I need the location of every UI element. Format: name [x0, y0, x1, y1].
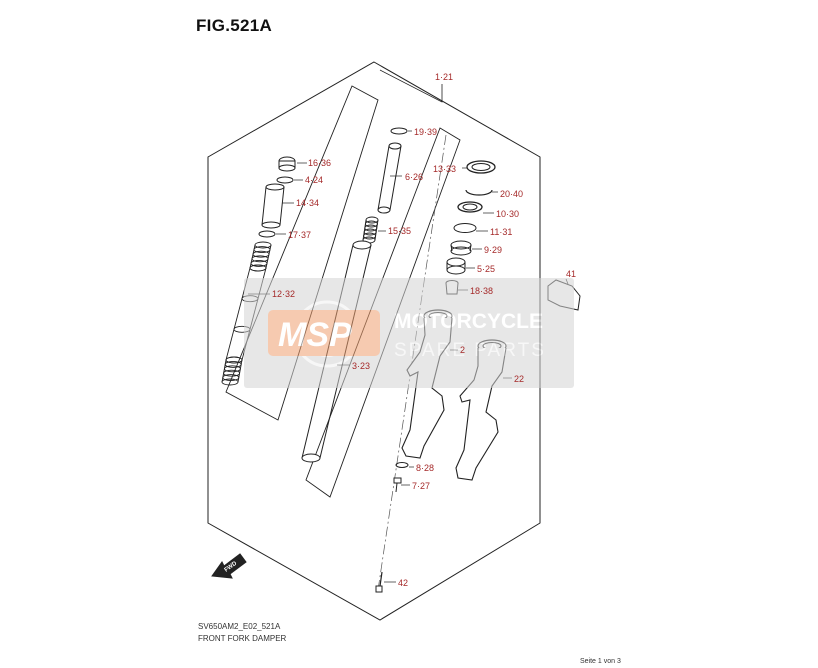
model-code: SV650AM2_E02_521A [198, 622, 281, 631]
rebound-spring [362, 216, 379, 244]
page-indicator: Seite 1 von 3 [580, 658, 621, 665]
damper-bolt [393, 477, 410, 493]
callout-13-33: 13·33 [433, 164, 456, 174]
callout-1-21: 1·21 [435, 72, 453, 82]
callout-4-24: 4·24 [305, 175, 323, 185]
callout-42: 42 [398, 578, 408, 588]
callout-9-29: 9·29 [484, 245, 502, 255]
guide-bushing [450, 240, 482, 256]
callout-10-30: 10·30 [496, 209, 519, 219]
watermark-line1: MOTORCYCLE [394, 310, 543, 333]
o-ring-4 [276, 176, 303, 184]
washer-17 [258, 230, 286, 238]
damper-rod [377, 127, 412, 214]
callout-18-38: 18·38 [470, 286, 493, 296]
fwd-arrow-icon: FWD [211, 553, 247, 579]
leader-1-21 [379, 69, 443, 103]
oil-seal [457, 201, 494, 214]
watermark: MSP MOTORCYCLE SPARE PARTS [244, 278, 574, 388]
seal-spacer [453, 223, 488, 233]
callout-16-36: 16·36 [308, 158, 331, 168]
callout-12-32: 12·32 [272, 289, 295, 299]
callout-19-39: 19·39 [414, 127, 437, 137]
callout-22: 22 [514, 374, 524, 384]
callout-3-23: 3·23 [352, 361, 370, 371]
callout-20-40: 20·40 [500, 189, 523, 199]
callout-5-25: 5·25 [477, 264, 495, 274]
callout-14-34: 14·34 [296, 198, 319, 208]
fork-cap-bolt [278, 156, 307, 172]
callout-8-28: 8·28 [416, 463, 434, 473]
callout-41: 41 [566, 269, 576, 279]
callout-6-26: 6·26 [405, 172, 423, 182]
callout-labels: 1·21 19·39 16·36 4·24 13·33 6·26 20·40 14·34 10·… [272, 72, 576, 588]
slide-bushing [446, 257, 475, 275]
assembly-outline [207, 61, 541, 621]
callout-2: 2 [460, 345, 465, 355]
section-name: FRONT FORK DAMPER [198, 634, 287, 643]
watermark-line2: SPARE PARTS [394, 340, 546, 361]
fork-spring [221, 241, 272, 386]
axle-bolt [375, 571, 396, 593]
dust-seal [462, 160, 496, 174]
stopper-ring [465, 189, 498, 196]
callout-17-37: 17·37 [288, 230, 311, 240]
spacer-tube [261, 183, 294, 229]
gasket-washer [395, 462, 414, 468]
figure-title: FIG.521A [196, 16, 273, 35]
callout-15-35: 15·35 [388, 226, 411, 236]
watermark-badge: MSP [278, 316, 352, 354]
callout-7-27: 7·27 [412, 481, 430, 491]
callout-11-31: 11·31 [490, 227, 512, 237]
